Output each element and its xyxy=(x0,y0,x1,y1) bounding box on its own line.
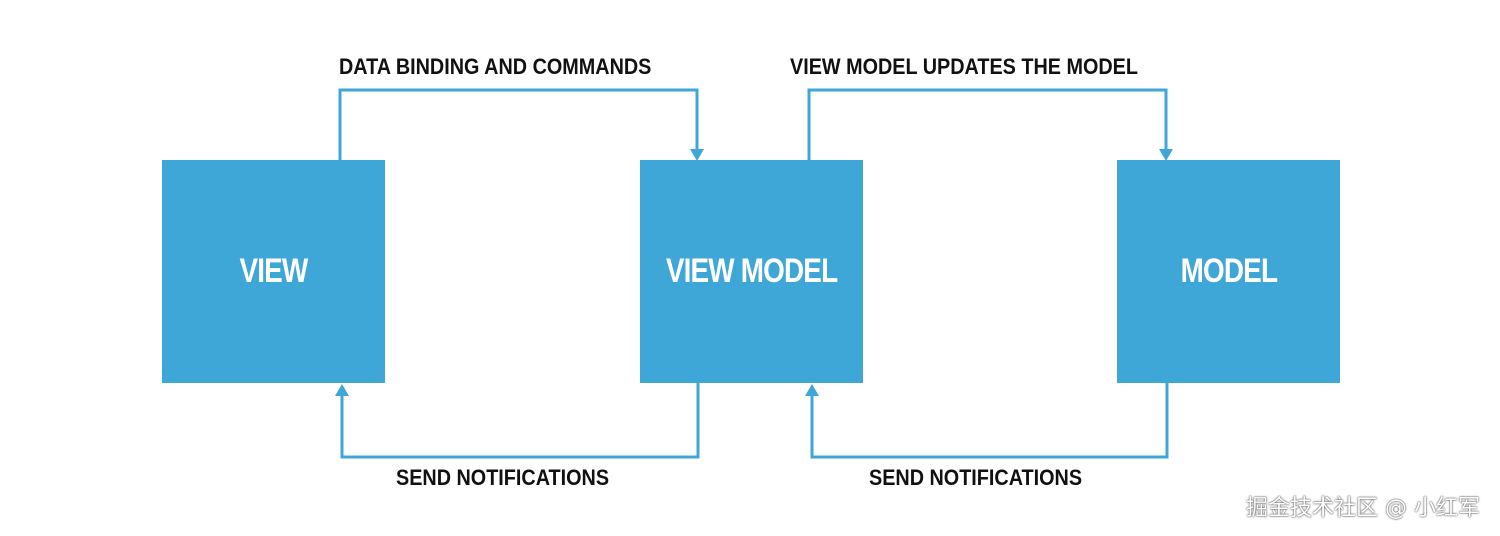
edge-label-send-notifications-view: SEND NOTIFICATIONS xyxy=(396,465,610,490)
edge-label-send-notifications-view-model: SEND NOTIFICATIONS xyxy=(869,465,1083,490)
model-node: MODEL xyxy=(1117,160,1340,383)
edge-model-to-view-model xyxy=(810,383,1169,459)
edge-label-data-binding: DATA BINDING AND COMMANDS xyxy=(339,54,652,79)
edge-view-model-to-view xyxy=(340,383,700,459)
edge-view-model-to-model xyxy=(807,88,1168,160)
view-node-label: VIEW xyxy=(239,252,309,290)
watermark: 掘金技术社区 @ 小红军 xyxy=(1246,496,1480,521)
view-model-node-label: VIEW MODEL xyxy=(665,252,838,290)
view-node: VIEW xyxy=(162,160,385,383)
edge-view-to-view-model xyxy=(338,88,699,160)
view-model-node: VIEW MODEL xyxy=(640,160,863,383)
arrowhead-view-model-top xyxy=(690,149,704,161)
arrowhead-view-model-bottom xyxy=(805,384,819,396)
arrowhead-model-top xyxy=(1159,149,1173,161)
edge-label-updates-model: VIEW MODEL UPDATES THE MODEL xyxy=(790,54,1138,79)
model-node-label: MODEL xyxy=(1180,252,1277,290)
arrowhead-view-bottom xyxy=(335,384,349,396)
